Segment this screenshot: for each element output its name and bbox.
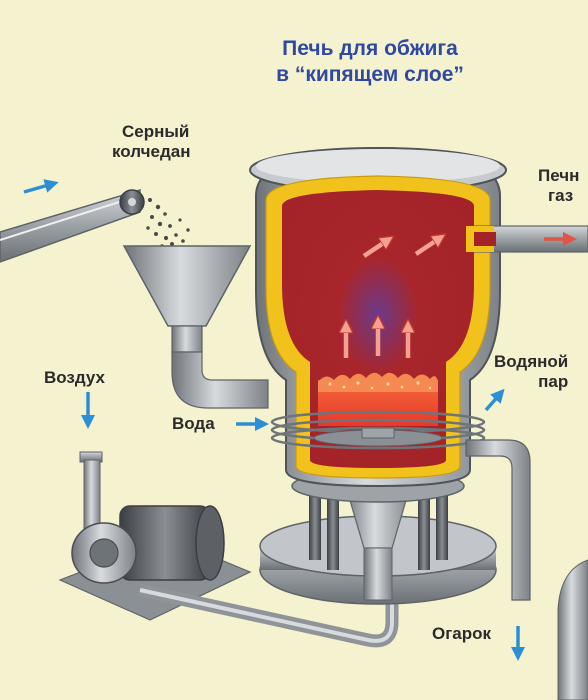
label-steam-line-2: пар: [538, 372, 569, 391]
label-cinder: Огарок: [432, 624, 492, 643]
feed-hopper: [122, 245, 269, 409]
label-pyrite-line-2: колчедан: [112, 142, 191, 161]
conveyor-belt: [0, 188, 145, 263]
flow-arrows: [23, 179, 525, 661]
label-furnace-gas-line-2: газ: [548, 186, 574, 205]
label-furnace-gas-line-1: Печн: [538, 166, 580, 185]
label-steam: Водяной пар: [494, 352, 568, 392]
gas-outlet-pipe: [466, 225, 588, 253]
label-pyrite-line-1: Серный: [122, 122, 190, 141]
label-pyrite: Серный колчедан: [112, 122, 190, 162]
label-steam-line-1: Водяной: [494, 352, 569, 371]
fluidized-bed: [318, 372, 438, 426]
title-line-1: Печь для обжига: [282, 37, 458, 60]
heat-arrows: [346, 238, 440, 358]
water-outlet-pipe: [465, 439, 531, 601]
distribution-grate: [313, 427, 443, 447]
diagram-title: Печь для обжига в “кипящем слое”: [220, 36, 520, 88]
blower-pump: [58, 505, 252, 621]
label-furnace-gas: Печн газ: [538, 166, 579, 206]
edge-equipment: [557, 559, 588, 700]
label-air: Воздух: [44, 368, 106, 387]
label-water: Вода: [172, 414, 215, 433]
title-line-2: в “кипящем слое”: [276, 63, 464, 86]
pyrite-particles: [146, 198, 190, 248]
furnace-base: [259, 469, 497, 605]
